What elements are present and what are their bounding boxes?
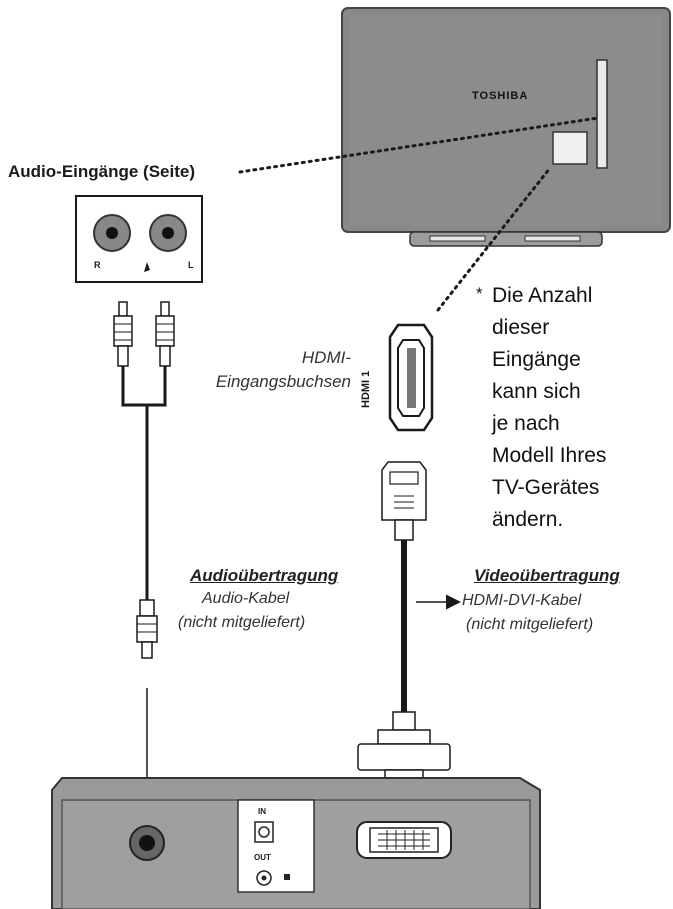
note-line: je nach [492, 412, 560, 435]
note-line: Modell Ihres [492, 444, 607, 467]
tv-stand-slot [429, 235, 486, 242]
hdmi-leader-line [436, 166, 552, 312]
tv-hdmi-area [552, 131, 588, 165]
rca-plug-right [155, 301, 175, 367]
video-transfer-heading: Videoübertragung [474, 566, 620, 585]
dvi-plug [357, 711, 451, 783]
audio-cable-label-line2: (nicht mitgeliefert) [178, 614, 306, 631]
hdmi-plug [381, 461, 427, 541]
note-line: Die Anzahl [492, 284, 593, 307]
note-line: TV-Gerätes [492, 476, 600, 499]
rca-plug-bottom [136, 599, 158, 659]
rca-plug-left [113, 301, 133, 367]
hdmi-input-label-line1: HDMI- [301, 348, 351, 367]
tv-stand-slot [524, 235, 581, 242]
device-dvi-port [356, 821, 452, 859]
source-device [51, 777, 541, 909]
hdmi-port [388, 323, 434, 432]
device-io-panel [237, 799, 315, 893]
tv-brand: TOSHIBA [472, 90, 529, 102]
hdmi-port-label: HDMI 1 [360, 370, 372, 408]
device-in-label: IN [258, 807, 266, 816]
note-line: kann sich [492, 380, 581, 403]
hdmi-input-label-line2: Eingangsbuchsen [215, 372, 351, 391]
audio-input-panel [75, 195, 203, 283]
note-asterisk: * [476, 284, 483, 303]
audio-inputs-label: Audio-Eingänge (Seite) [8, 162, 195, 181]
audio-jack-r-label: R [94, 260, 101, 270]
audio-y-cable [121, 366, 167, 600]
audio-transfer-heading: Audioübertragung [190, 566, 339, 585]
audio-jack-l-label: L [188, 260, 194, 270]
tv-side-panel [596, 59, 608, 169]
note-line: dieser [492, 316, 550, 339]
audio-cable-label-line1: Audio-Kabel [202, 590, 290, 607]
note-line: Eingänge [492, 348, 581, 371]
audio-leader-line [238, 116, 600, 174]
video-cable-label-line2: (nicht mitgeliefert) [466, 616, 594, 633]
note-text: Die Anzahl dieser Eingänge kann sich je … [492, 280, 606, 536]
note-line: ändern. [492, 508, 564, 531]
tv [341, 7, 671, 247]
tv-screen-inner [350, 14, 662, 226]
device-out-label: OUT [254, 853, 271, 862]
video-cable-label-line1: HDMI-DVI-Kabel [462, 592, 582, 609]
